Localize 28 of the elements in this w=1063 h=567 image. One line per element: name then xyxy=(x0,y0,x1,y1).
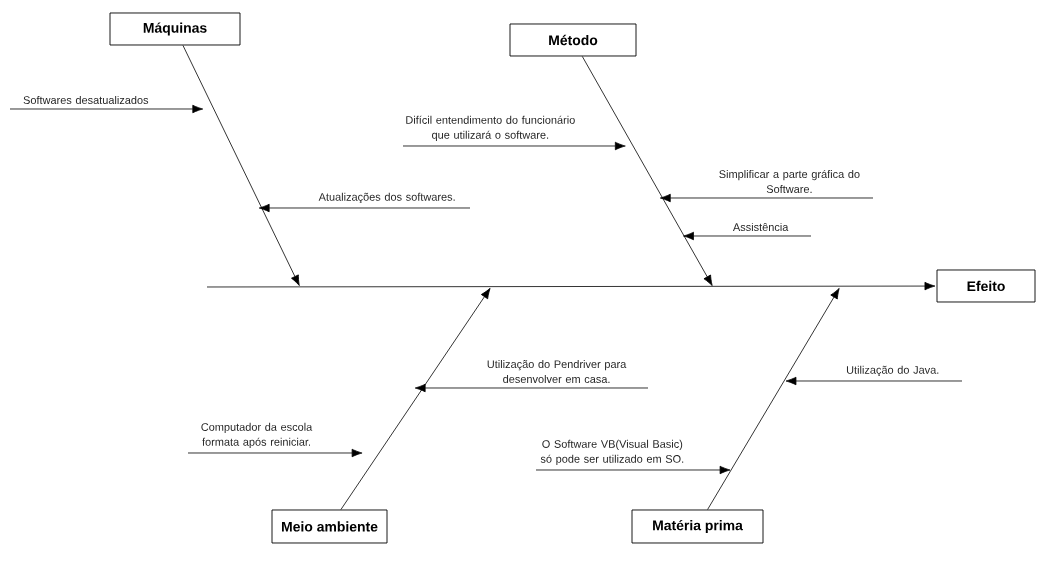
cause-text: O Software VB(Visual Basic) só pode ser utilizado em SO. xyxy=(540,439,684,465)
cause-arrow xyxy=(659,193,874,203)
category-box: Meio ambiente xyxy=(271,509,388,544)
cause-text: Atualizações dos softwares. xyxy=(318,192,455,203)
category-box: Máquinas xyxy=(109,12,241,46)
cause-arrow xyxy=(535,465,731,475)
cause-arrow xyxy=(785,376,963,386)
cause-text: Softwares desatualizados xyxy=(23,95,149,104)
cause-arrow xyxy=(402,141,626,151)
cause-text: Difícil entendimento do funcionário que utilizará o software. xyxy=(406,115,575,141)
cause-text: Utilização do Pendriver para desenvolver em casa. xyxy=(487,360,627,383)
cause-text: Utilização do Java. xyxy=(846,365,939,376)
cause-arrow xyxy=(414,383,649,393)
category-box: Matéria prima xyxy=(631,509,764,544)
bone-arrow xyxy=(707,288,840,510)
cause-arrow xyxy=(187,448,363,458)
cause-arrow xyxy=(258,203,471,213)
cause-text: Computador da escola formata após reiniciar. xyxy=(201,422,313,448)
cause-arrow xyxy=(9,104,204,114)
cause-arrow xyxy=(683,231,812,241)
cause-text: Assistência xyxy=(732,222,789,231)
category-box: Método xyxy=(509,23,637,57)
category-box: Efeito xyxy=(936,269,1036,303)
bone-arrow xyxy=(182,45,300,286)
bone-arrow xyxy=(581,56,713,286)
cause-text: Simplificar a parte gráfica do Software. xyxy=(719,169,860,193)
spine-arrow xyxy=(206,281,936,291)
bone-arrow xyxy=(340,287,491,510)
